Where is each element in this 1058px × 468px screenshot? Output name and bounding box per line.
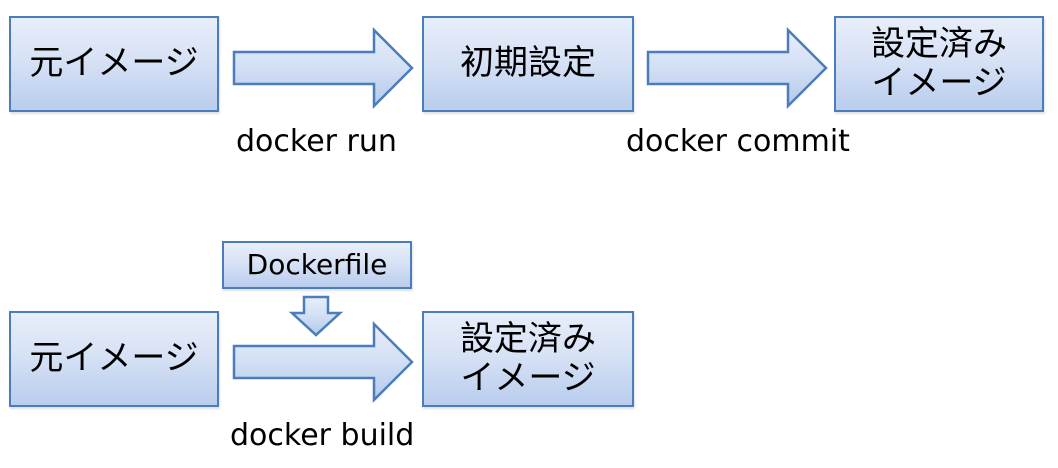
- initial-setup-box: 初期設定: [422, 16, 634, 112]
- configured-image-line2: イメージ: [871, 63, 1007, 103]
- docker-commit-arrow: [646, 26, 828, 110]
- docker-run-label: docker run: [236, 124, 397, 159]
- initial-setup-label: 初期設定: [460, 43, 596, 84]
- dockerfile-box: Dockerfile: [222, 241, 412, 289]
- docker-commit-label: docker commit: [626, 124, 850, 159]
- dockerfile-label: Dockerfile: [246, 247, 388, 281]
- configured-image-box-row1: 設定済み イメージ: [834, 16, 1044, 112]
- source-image-box: 元イメージ: [9, 16, 219, 112]
- docker-build-arrow: [232, 320, 414, 404]
- source-image-label: 元イメージ: [29, 43, 199, 84]
- configured-image-box-row2: 設定済み イメージ: [422, 311, 634, 407]
- source-image-label-row2: 元イメージ: [29, 338, 199, 379]
- configured-image-line1-row2: 設定済み: [460, 318, 596, 359]
- configured-image-line2-row2: イメージ: [460, 358, 596, 398]
- dockerfile-down-arrow: [288, 295, 344, 337]
- source-image-box-row2: 元イメージ: [9, 311, 219, 407]
- docker-build-label: docker build: [230, 418, 415, 453]
- docker-run-arrow: [232, 26, 414, 110]
- configured-image-line1: 設定済み: [871, 23, 1007, 64]
